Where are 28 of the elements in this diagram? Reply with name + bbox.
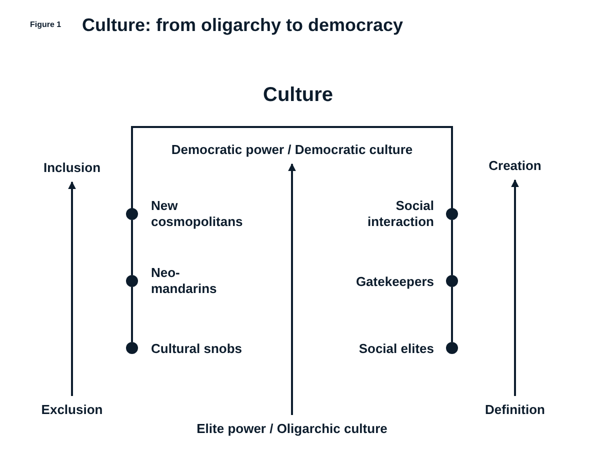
dot-caption: Social interaction: [368, 198, 434, 230]
arrow: [68, 181, 76, 396]
dot-caption: Gatekeepers: [356, 274, 434, 290]
dot-marker: [126, 208, 138, 220]
diagram-heading: Culture: [263, 84, 333, 107]
arrow: [511, 179, 519, 396]
axis-label: Exclusion: [41, 402, 103, 418]
dot-marker: [446, 342, 458, 354]
dot-caption: Cultural snobs: [151, 341, 242, 357]
dot-caption: Social elites: [358, 341, 434, 357]
arrow: [288, 163, 296, 415]
figure-number: Figure 1: [30, 20, 62, 29]
dot-marker: [126, 275, 138, 287]
axis-label: Inclusion: [43, 160, 101, 176]
figure-title: Culture: from oligarchy to democracy: [82, 15, 404, 36]
axis-label: Definition: [485, 402, 545, 418]
axis-label: Democratic power / Democratic culture: [171, 142, 413, 158]
connector-line: [131, 287, 133, 342]
connector-line: [451, 287, 453, 342]
axis-label: Creation: [488, 158, 542, 174]
connector-line: [451, 220, 453, 275]
dot-marker: [446, 275, 458, 287]
axis-label: Elite power / Oligarchic culture: [196, 421, 388, 437]
dot-marker: [126, 342, 138, 354]
dot-caption: New cosmopolitans: [151, 198, 243, 230]
dot-marker: [446, 208, 458, 220]
dot-caption: Neo- mandarins: [151, 265, 217, 297]
connector-line: [131, 220, 133, 275]
